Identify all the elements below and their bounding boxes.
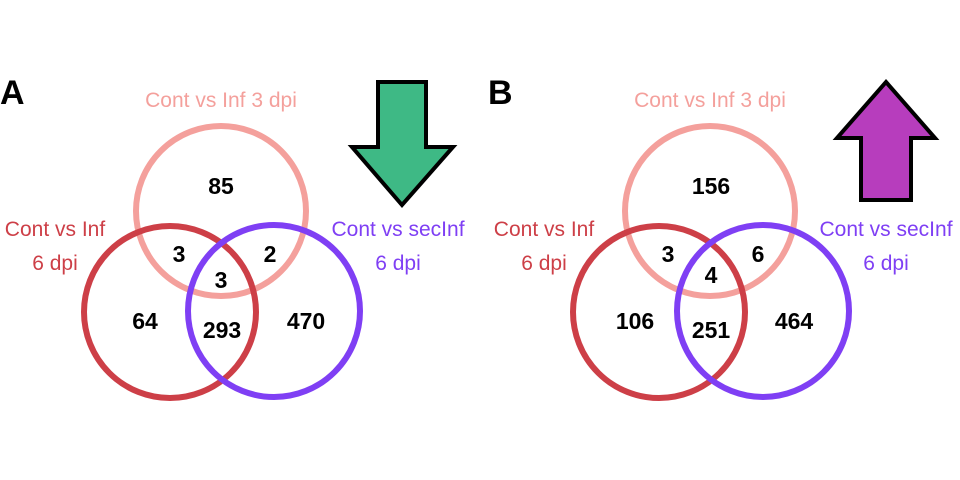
- count-right-only: 464: [775, 308, 814, 334]
- set-label-top: Cont vs Inf 3 dpi: [634, 89, 786, 112]
- count-all-three: 3: [215, 267, 228, 293]
- set-label-top: Cont vs Inf 3 dpi: [145, 89, 297, 112]
- set-label-left-line2: 6 dpi: [521, 252, 567, 275]
- set-label-left-line1: Cont vs Inf: [494, 218, 595, 241]
- set-label-right-line2: 6 dpi: [375, 252, 421, 275]
- count-left-only: 64: [132, 308, 158, 334]
- set-circle-left: [81, 223, 259, 401]
- panel-letter: A: [0, 74, 25, 112]
- count-top-only: 85: [208, 173, 234, 199]
- count-top-right: 6: [752, 241, 765, 267]
- count-top-only: 156: [692, 173, 730, 199]
- count-left-only: 106: [616, 308, 654, 334]
- count-right-only: 470: [287, 308, 325, 334]
- set-label-right-line2: 6 dpi: [863, 252, 909, 275]
- panel-b: B Cont vs Inf 3 dpi Cont vs Inf 6 dpi Co…: [488, 74, 953, 401]
- set-label-left-line1: Cont vs Inf: [5, 218, 106, 241]
- set-circle-top: [622, 123, 798, 299]
- count-left-right: 293: [203, 317, 241, 343]
- set-circle-right: [185, 222, 363, 400]
- set-label-left-line2: 6 dpi: [32, 252, 78, 275]
- panel-letter: B: [488, 74, 513, 112]
- set-label-right-line1: Cont vs secInf: [331, 218, 464, 241]
- up-arrow-icon: [832, 78, 940, 202]
- set-circle-top: [133, 123, 309, 299]
- set-circle-right: [674, 222, 852, 400]
- set-circle-left: [570, 223, 748, 401]
- count-left-right: 251: [692, 317, 731, 343]
- count-top-left: 3: [662, 241, 675, 267]
- panel-a: A Cont vs Inf 3 dpi Cont vs Inf 6 dpi Co…: [0, 74, 465, 401]
- count-top-left: 3: [173, 241, 186, 267]
- set-label-right-line1: Cont vs secInf: [819, 218, 952, 241]
- count-all-three: 4: [705, 262, 718, 288]
- down-arrow-icon: [347, 80, 458, 209]
- count-top-right: 2: [264, 241, 277, 267]
